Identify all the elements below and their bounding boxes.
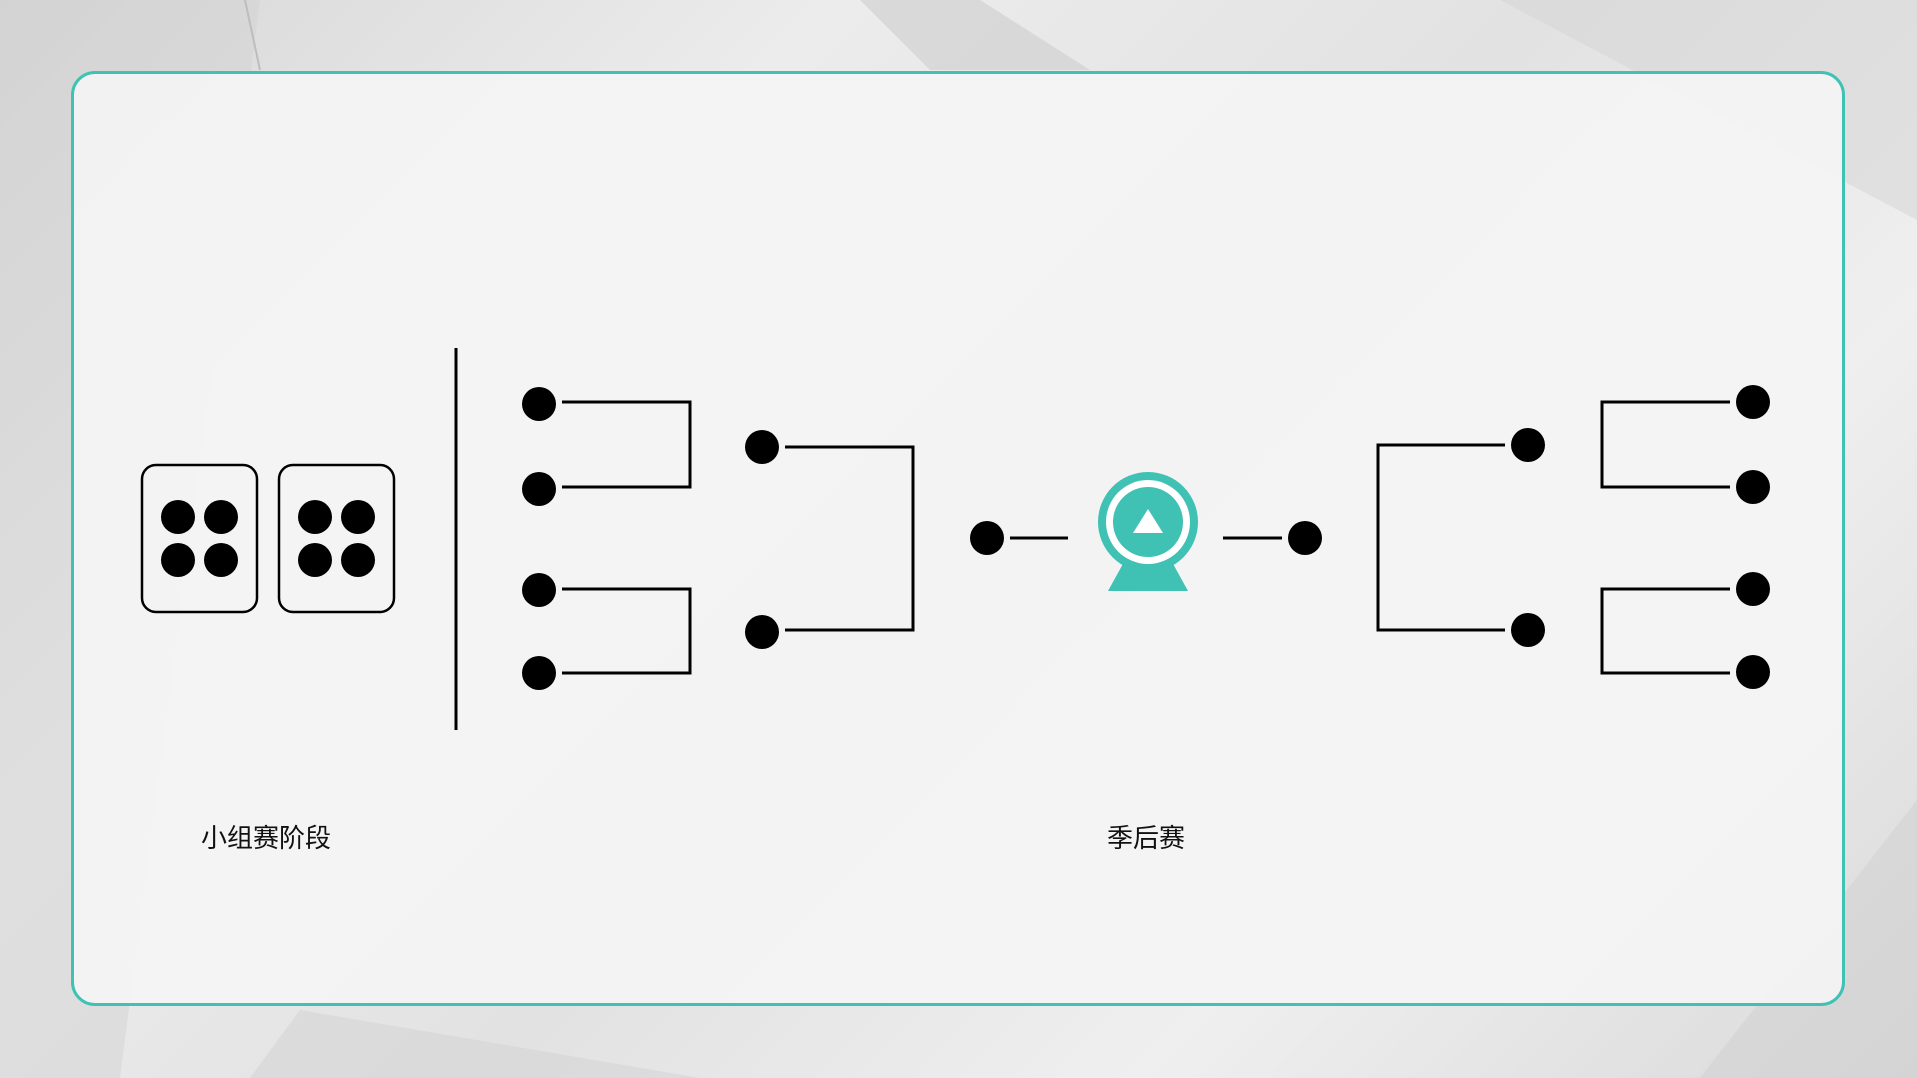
playoffs-label: 季后赛: [1106, 824, 1186, 854]
right-bracket-round-1: [1600, 400, 1730, 675]
dice-four-icon: [140, 463, 259, 614]
right-bracket-round-2: [1376, 443, 1505, 632]
dice-four-icon: [277, 463, 396, 614]
left-bracket-round-2-nodes: [745, 430, 779, 649]
right-finalist-node: [1223, 521, 1322, 555]
group-stage-label: 小组赛阶段: [200, 824, 332, 854]
right-bracket-round-2-nodes: [1511, 428, 1545, 647]
left-bracket-round-1-nodes: [522, 387, 556, 690]
left-finalist-node: [970, 521, 1068, 555]
left-bracket-round-1: [562, 400, 692, 675]
right-bracket-round-1-nodes: [1736, 385, 1770, 689]
left-bracket-round-2: [785, 445, 915, 632]
content-panel: [71, 71, 1845, 1006]
trophy-icon: [1098, 472, 1198, 591]
